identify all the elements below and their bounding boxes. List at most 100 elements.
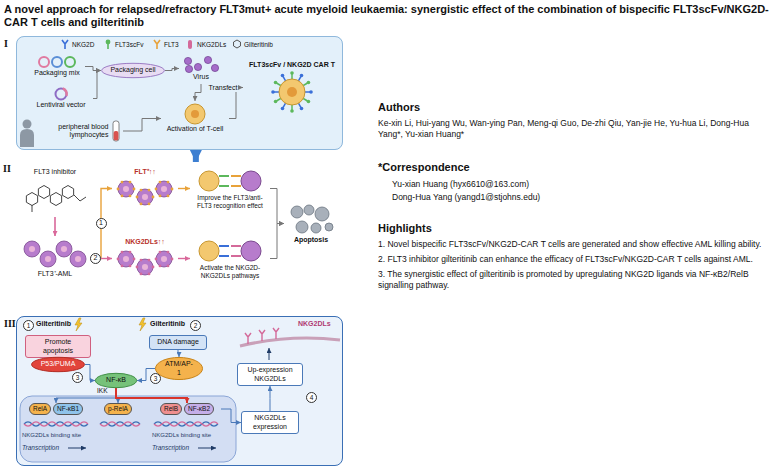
packaging-cell: Packaging cell	[101, 63, 165, 78]
site-label: NKG2DLs binding site	[152, 432, 211, 439]
node-label: FLT3 inhibitor	[34, 168, 76, 176]
drawing-part	[129, 194, 132, 197]
vector-plasmid: Lentiviral vector	[29, 85, 93, 112]
drawing-part	[315, 207, 329, 221]
drawing-part	[211, 65, 218, 72]
transcription-arrow	[68, 448, 86, 449]
drawing-part	[155, 357, 202, 379]
drawing-part	[39, 57, 49, 67]
drawing-part	[234, 40, 241, 48]
dna-strand	[154, 422, 218, 426]
drawing-part	[117, 250, 174, 275]
drawing-part	[121, 264, 124, 267]
drawing-part	[113, 131, 118, 140]
panel-box: Promote apoptosisP53/PUMADNA damageATM/A…	[16, 316, 343, 466]
drawing-part	[137, 259, 153, 275]
drawing-part	[62, 40, 68, 49]
drawing-part	[142, 263, 148, 269]
node-label: Improve the FLT3/anti-FLT3 recognition e…	[192, 194, 268, 209]
connector-arrow	[270, 386, 271, 411]
process-label: Transcription	[152, 444, 189, 451]
drawing-part	[231, 245, 241, 247]
drawing-part	[148, 188, 151, 191]
plasmid-group-icon	[37, 55, 77, 69]
drawing-part	[185, 104, 205, 124]
drawing-part	[159, 264, 162, 267]
drawing-part	[121, 250, 124, 253]
ligand-symbol	[245, 328, 279, 344]
drawing-part	[106, 40, 111, 45]
connector-arrow	[85, 365, 95, 381]
legend-label: NKG2DLs	[197, 41, 226, 48]
drawing-part	[271, 90, 275, 94]
process-box: NKG2DLs expression	[241, 411, 299, 434]
drawing-part	[167, 250, 170, 253]
callout-number: 1	[23, 320, 34, 331]
drawing-part	[191, 110, 199, 118]
legend-symbol	[152, 39, 162, 49]
drawing-part	[45, 256, 51, 262]
t-cell: Activation of T-cell	[161, 101, 229, 136]
vector-plasmid-icon	[41, 87, 81, 101]
panel-fill	[16, 316, 343, 466]
drawing-part	[136, 265, 139, 268]
legend-item: NKG2D	[60, 39, 94, 49]
author-list: Ke-xin Li, Hui-yang Wu, Wan-ying Pan, Me…	[378, 118, 772, 140]
drawing-part	[40, 251, 56, 267]
t-cell-icon	[183, 103, 207, 125]
drawing-part	[309, 90, 313, 94]
section-heading: Authors	[378, 100, 772, 114]
drawing-part	[61, 246, 67, 252]
node-label: Apoptosis	[294, 236, 328, 244]
drawing-part	[167, 180, 170, 183]
node-label: Up-expression NKG2DLs	[242, 366, 298, 382]
drawing-part	[70, 251, 86, 267]
drawing-part	[117, 187, 120, 190]
drawing-part	[287, 87, 297, 97]
drawing-part	[140, 202, 143, 205]
node-label: NKG2DLs expression	[246, 414, 294, 430]
contact-line: Dong-Hua Yang (yangd1@stjohns.edu)	[392, 192, 772, 203]
legend-item: NKG2DLs	[185, 39, 226, 49]
node-label: Lentiviral vector	[36, 101, 85, 109]
node-label: FLT⁺↑↑	[134, 168, 155, 176]
drawing-part	[194, 64, 201, 71]
drawing-part	[161, 255, 167, 261]
callout-number: 3	[72, 372, 83, 383]
drawing-part	[24, 241, 40, 257]
node-label: Packaging cell	[110, 66, 155, 74]
transcription-arrow	[198, 448, 216, 449]
synapse-figure-icon	[198, 168, 262, 194]
callout-number: 2	[190, 320, 201, 331]
drawing-part	[184, 58, 191, 65]
panel-numeral: II	[3, 163, 11, 175]
dna-strand	[100, 422, 140, 426]
section-heading: *Correspondence	[378, 160, 772, 174]
synapse-figure: Improve the FLT3/anti-FLT3 recognition e…	[190, 166, 270, 211]
drug-lightning	[75, 318, 82, 331]
section-heading: Highlights	[378, 221, 772, 235]
drawing-part	[219, 185, 229, 187]
drawing-part	[167, 194, 170, 197]
virus-particles: Virus	[179, 53, 223, 84]
protein-pair: RelANF-κB1	[23, 403, 89, 415]
blood-tube: peripheral blood lymphocytes	[45, 118, 123, 144]
callout-number: 2	[90, 253, 101, 264]
drawing-part	[311, 223, 321, 233]
connector-arrow	[178, 188, 190, 189]
node-label: Promote apoptosis	[30, 338, 86, 354]
drawing-part	[62, 88, 68, 97]
connector-arrow	[270, 189, 284, 224]
connector-arrow	[221, 409, 241, 423]
drawing-part	[148, 202, 151, 205]
legend-symbol	[232, 39, 242, 49]
process-box: DNA damage	[149, 335, 207, 350]
drawing-part	[102, 63, 165, 77]
contact-line: Yu-xian Huang (hyx6610@163.com)	[392, 179, 772, 190]
drawing-part	[56, 241, 72, 257]
drawing-part	[32, 357, 85, 371]
drawing-part	[219, 175, 229, 177]
legend-symbol	[103, 39, 113, 49]
legend-symbol	[60, 39, 70, 49]
person-body	[20, 129, 34, 147]
